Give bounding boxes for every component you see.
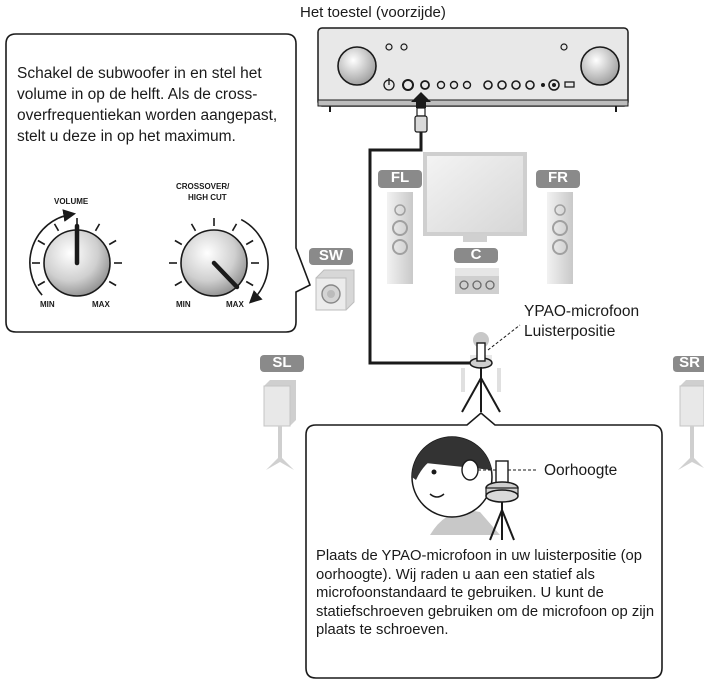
subwoofer-instruction: Schakel de subwoofer in en stel het volu… xyxy=(17,65,278,145)
speaker-front-right-icon xyxy=(536,170,580,284)
label-c: C xyxy=(470,246,482,263)
crossover-max-label: MAX xyxy=(226,300,244,309)
label-sr: SR xyxy=(679,354,700,371)
volume-max-label: MAX xyxy=(92,300,110,309)
label-fr: FR xyxy=(548,169,568,186)
device-title: Het toestel (voorzijde) xyxy=(300,4,446,21)
volume-label: VOLUME xyxy=(54,197,89,206)
speaker-center-icon xyxy=(454,248,499,294)
microphone-label: YPAO-microfoon Luisterpositie xyxy=(524,302,639,342)
volume-min-label: MIN xyxy=(40,300,55,309)
speaker-surround-right-icon xyxy=(673,356,704,470)
crossover-knob-icon xyxy=(169,218,269,304)
tv-screen xyxy=(423,152,527,242)
label-sw: SW xyxy=(318,247,344,264)
label-sl: SL xyxy=(272,354,292,371)
speaker-front-left-icon xyxy=(378,170,422,284)
placement-callout xyxy=(305,411,663,679)
mic-cable xyxy=(368,107,480,365)
crossover-label-line2: HIGH CUT xyxy=(188,193,227,202)
listener-head-icon xyxy=(411,436,500,535)
crossover-label-line1: CROSSOVER/ xyxy=(176,182,230,191)
placement-instruction: Plaats de YPAO-microfoon in uw luisterpo… xyxy=(316,548,655,639)
label-fl: FL xyxy=(390,169,410,186)
speaker-surround-left-icon xyxy=(260,355,304,470)
receiver-front-panel xyxy=(317,27,629,112)
ear-height-mic-icon xyxy=(478,460,536,541)
microphone-label-line1: YPAO-microfoon xyxy=(524,303,640,320)
ypao-microphone-icon xyxy=(461,324,521,413)
connection-arrow-icon xyxy=(411,92,431,108)
ear-height-label: Oorhoogte xyxy=(544,462,618,479)
input-knob-icon xyxy=(337,46,377,86)
crossover-min-label: MIN xyxy=(176,300,191,309)
microphone-label-line2: Luisterpositie xyxy=(524,323,616,340)
volume-dial-icon xyxy=(580,46,620,86)
volume-knob-icon xyxy=(29,209,122,297)
mic-jack-icon xyxy=(420,80,430,90)
subwoofer-icon xyxy=(309,248,355,311)
